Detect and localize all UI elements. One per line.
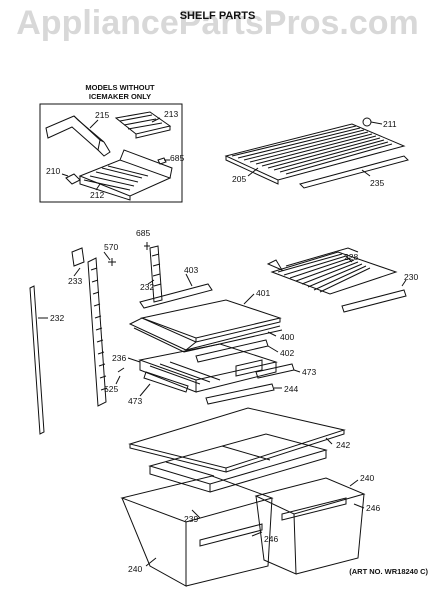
label-210: 210 (46, 166, 60, 176)
label-244: 244 (284, 384, 298, 394)
no-icemaker-detail-box (39, 103, 183, 203)
part-242-crisper-glass (128, 407, 346, 473)
part-210-clip (65, 173, 81, 185)
part-232-rail-ladder (87, 257, 108, 407)
crisper-frame (148, 433, 328, 493)
label-242: 242 (336, 440, 350, 450)
part-402-trim (195, 339, 269, 363)
label-246-left: 246 (264, 534, 278, 544)
part-525-screw (117, 367, 125, 373)
label-235: 235 (370, 178, 384, 188)
part-212-tray (78, 149, 173, 201)
label-236: 236 (112, 353, 126, 363)
label-525: 525 (104, 384, 118, 394)
label-205: 205 (232, 174, 246, 184)
label-232-center: 232 (140, 282, 154, 292)
label-685a: 685 (170, 153, 184, 163)
part-232-rail-center (149, 245, 163, 303)
note-line-2: ICEMAKER ONLY (89, 92, 151, 101)
label-213: 213 (164, 109, 178, 119)
label-473b: 473 (128, 396, 142, 406)
art-number: (ART NO. WR18240 C) (349, 567, 428, 576)
part-240-pan-right (254, 477, 366, 575)
label-240-right: 240 (360, 473, 374, 483)
part-244-trim (205, 383, 275, 405)
part-403-front-trim (139, 283, 213, 309)
part-235-trim (299, 155, 409, 189)
label-240-left: 240 (128, 564, 142, 574)
watermark: AppliancePartsPros.com (16, 4, 419, 42)
label-233: 233 (68, 276, 82, 286)
part-232-rail-far (29, 285, 45, 435)
part-570-screw (108, 258, 116, 266)
note-line-1: MODELS WITHOUT (85, 83, 155, 92)
label-230: 230 (404, 272, 418, 282)
part-240-pan-left (120, 475, 274, 587)
label-246-right: 246 (366, 503, 380, 513)
label-570: 570 (104, 242, 118, 252)
part-230-trim (341, 289, 407, 313)
part-211-cap (362, 117, 372, 127)
label-228: 228 (344, 252, 358, 262)
label-211: 211 (383, 119, 397, 129)
label-402: 402 (280, 348, 294, 358)
label-685b: 685 (136, 228, 150, 238)
part-236-crisper-cover (138, 343, 278, 393)
part-215-rail (45, 115, 111, 157)
part-213-bracket (114, 111, 172, 139)
label-400: 400 (280, 332, 294, 342)
part-400-shelf-frame (128, 317, 283, 353)
label-401: 401 (256, 288, 270, 298)
diagram-title: SHELF PARTS (179, 10, 256, 22)
part-685-screw-b (144, 242, 150, 250)
label-232-far: 232 (50, 313, 64, 323)
label-239: 239 (184, 514, 198, 524)
part-685-screw (157, 157, 167, 165)
label-473a: 473 (302, 367, 316, 377)
part-205-wire-shelf (224, 123, 406, 185)
label-215: 215 (95, 110, 109, 120)
part-228-wire-shelf (266, 247, 398, 295)
part-401-glass-shelf (140, 299, 282, 343)
part-473-slide-b (143, 371, 189, 393)
label-212: 212 (90, 190, 104, 200)
part-233-clip (71, 247, 85, 267)
label-403: 403 (184, 265, 198, 275)
